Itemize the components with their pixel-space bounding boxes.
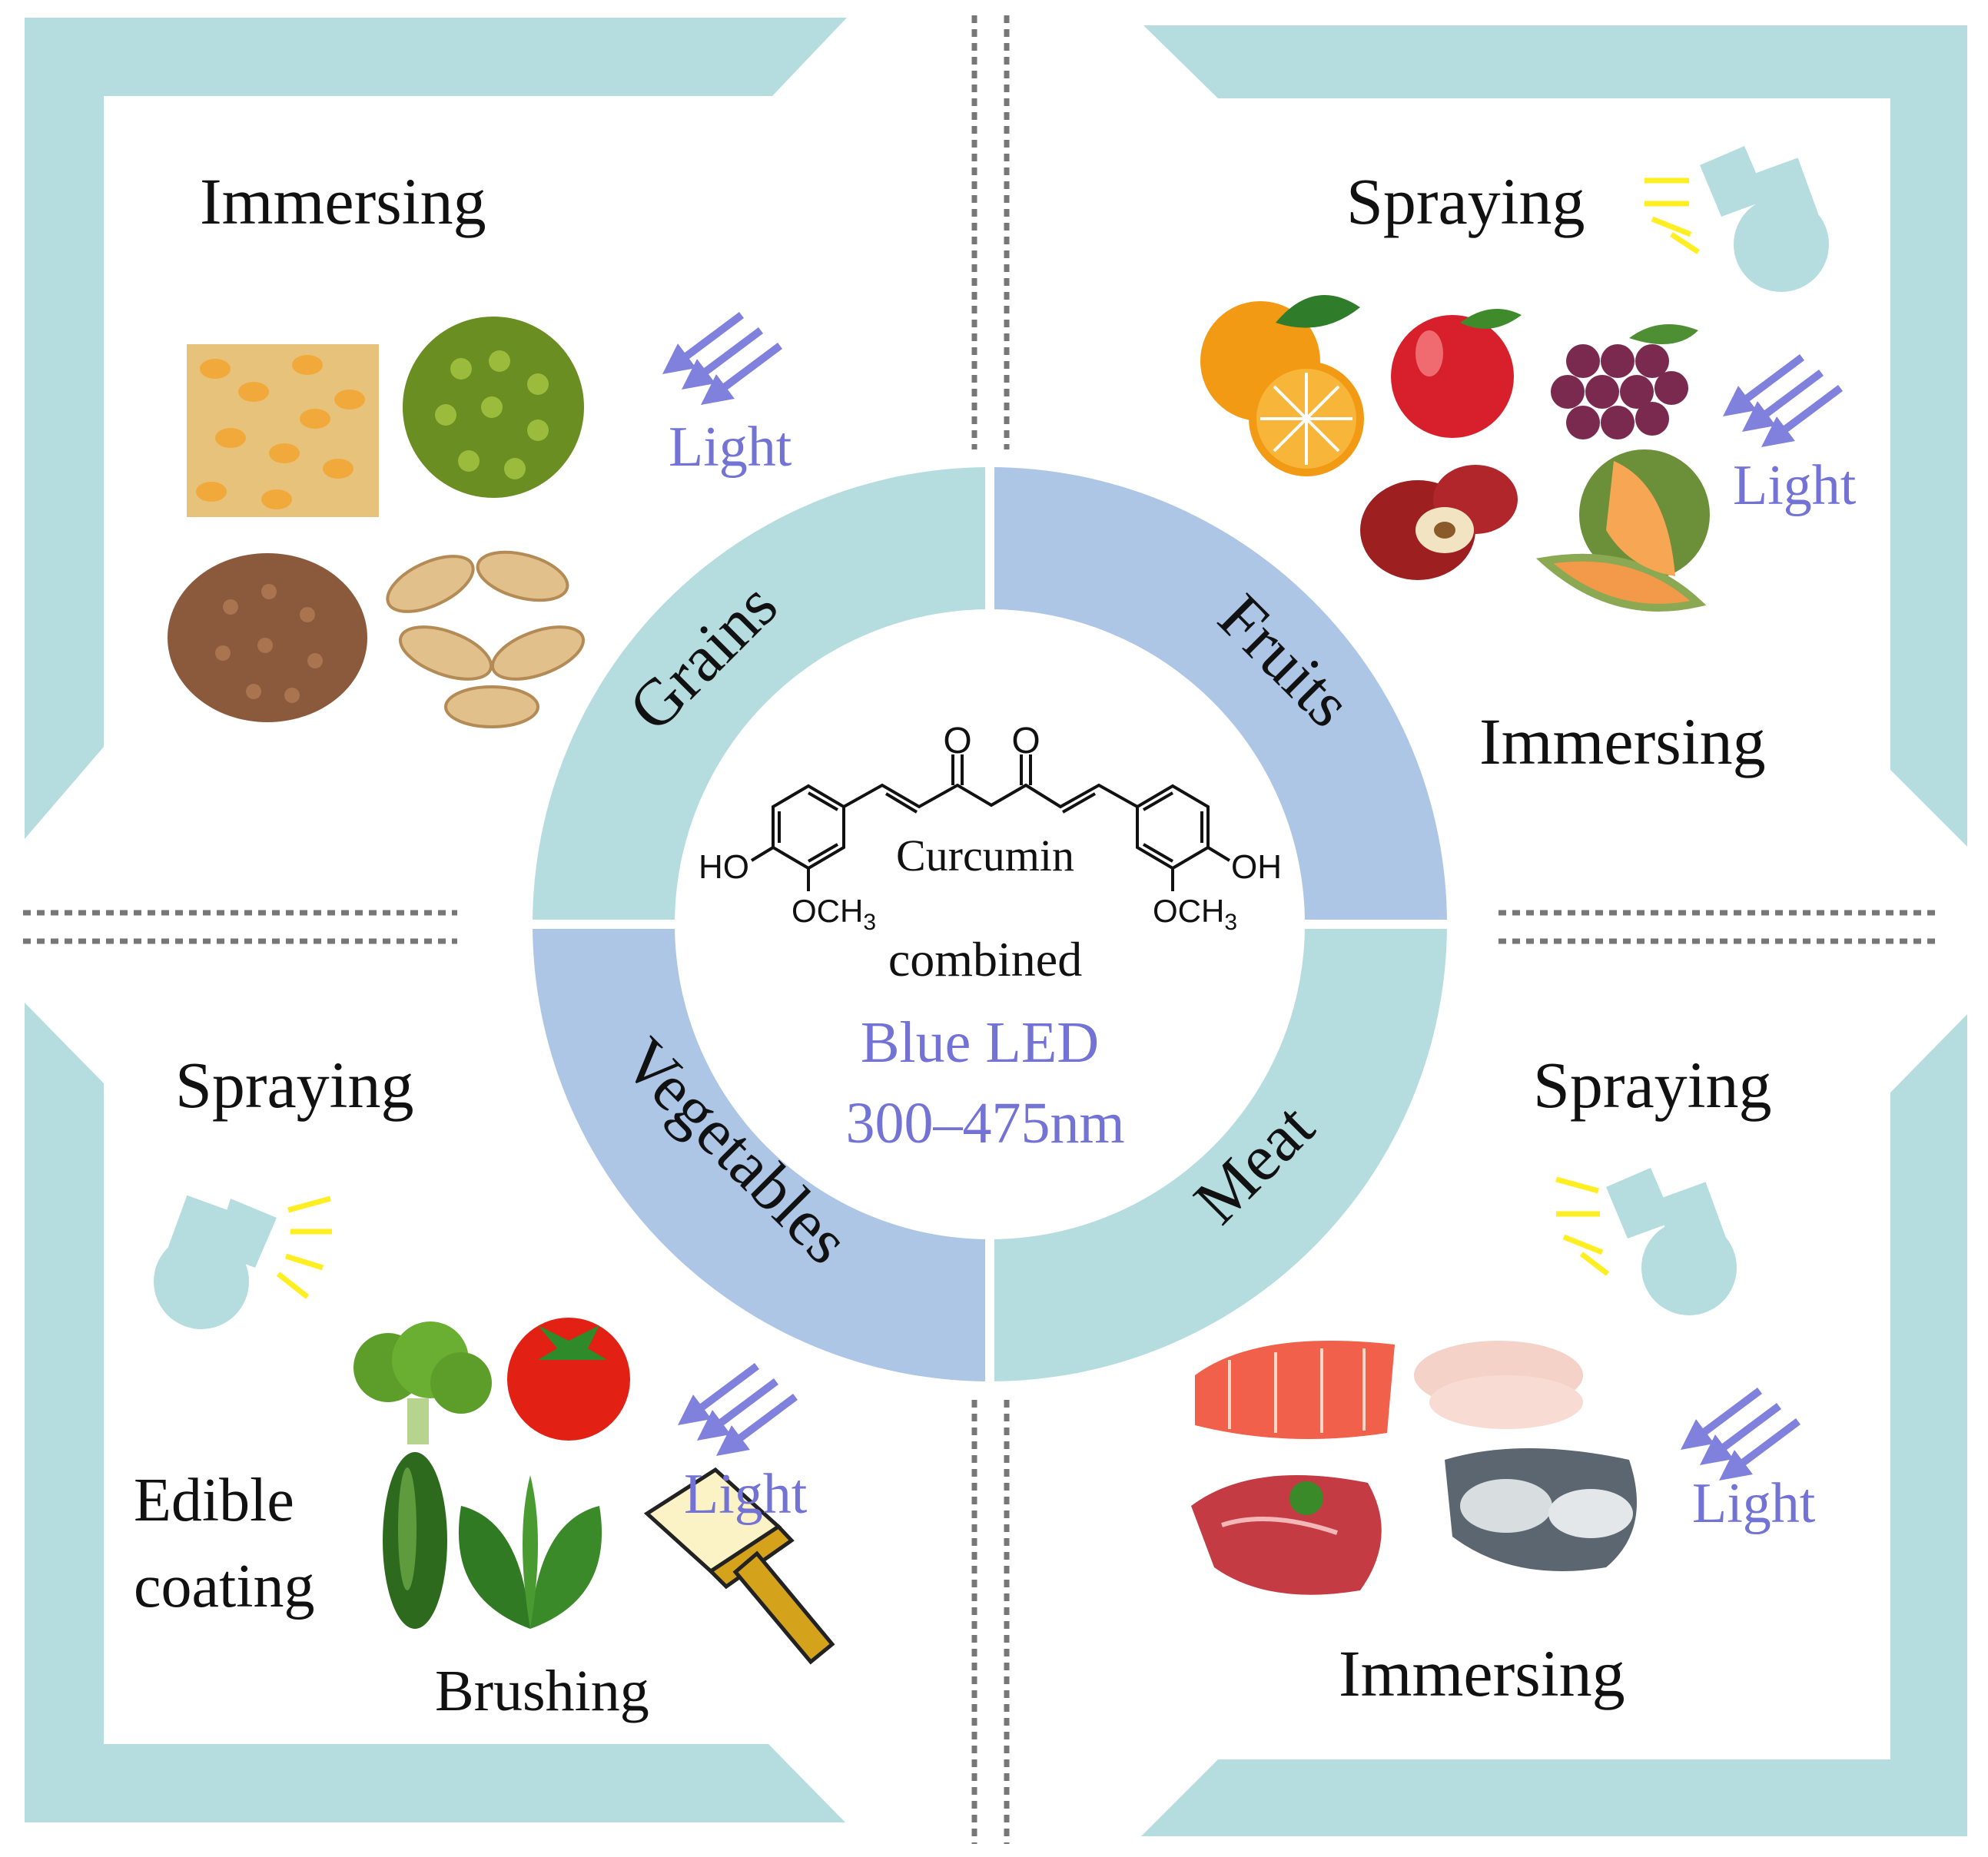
sector-meat (990, 924, 1447, 1381)
method-spraying-bottom-left: Spraying (175, 1048, 414, 1122)
food-jujube (1360, 465, 1518, 580)
sprayer-icon-bottom-right (1555, 1168, 1737, 1315)
food-tomato (507, 1318, 630, 1441)
food-buckwheat (168, 553, 367, 722)
sprayer-icon-top-right (1644, 146, 1829, 292)
hydroxyl-left: HO (699, 848, 749, 886)
light-label-top-left: Light (669, 416, 792, 479)
food-cucumber (383, 1452, 447, 1629)
light-label-bottom-right: Light (1692, 1472, 1816, 1535)
food-salmon (1195, 1341, 1395, 1439)
carbonyl-oxygen-right: O (1011, 721, 1040, 761)
food-orange (1200, 295, 1364, 476)
food-apple (1391, 309, 1522, 438)
method-edible-coating-line2: coating (134, 1553, 315, 1620)
method-spraying-bottom-right: Spraying (1533, 1048, 1772, 1122)
food-peanuts (386, 550, 586, 728)
method-brushing: Brushing (435, 1659, 649, 1723)
divider-left (23, 910, 457, 944)
light-label-top-right: Light (1733, 454, 1857, 517)
food-spinach (458, 1475, 602, 1629)
light-arrows-top-right (1722, 353, 1843, 447)
food-chicken-breast (1414, 1341, 1583, 1429)
sector-fruits (990, 467, 1447, 924)
light-arrows-bottom-left (677, 1362, 798, 1456)
method-immersing-bottom-right: Immersing (1339, 1636, 1625, 1710)
sector-grains (533, 467, 990, 924)
carbonyl-oxygen-left: O (943, 721, 971, 761)
hydroxyl-right: OH (1231, 848, 1282, 886)
ring-gaps (526, 461, 1453, 1388)
method-edible-coating-line1: Edible (134, 1467, 294, 1534)
sector-vegetables (533, 924, 990, 1381)
led-label: Blue LED (861, 1010, 1099, 1075)
divider-right (1498, 910, 1940, 944)
molecule-name: Curcumin (896, 831, 1074, 880)
light-arrows-bottom-right (1680, 1387, 1800, 1481)
food-broccoli (353, 1321, 492, 1444)
food-beef (1191, 1475, 1382, 1595)
wavelength-label: 300–475nm (845, 1091, 1124, 1156)
methoxy-left: OCH3 (792, 893, 876, 935)
sprayer-icon-bottom-left (154, 1195, 332, 1329)
food-grapes (1551, 324, 1698, 439)
curcumin-structure (750, 754, 1231, 891)
divider-bottom (971, 1400, 1010, 1844)
light-label-bottom-left: Light (684, 1463, 808, 1526)
method-immersing-top-left: Immersing (200, 164, 486, 238)
food-oysters (1445, 1448, 1637, 1571)
method-spraying-top-right: Spraying (1346, 164, 1585, 238)
food-mung-beans (403, 317, 584, 498)
light-arrows-top-left (662, 311, 782, 405)
method-immersing-top-right: Immersing (1479, 705, 1766, 778)
food-corn-kernels (187, 344, 379, 517)
brush-icon (643, 1467, 835, 1665)
methoxy-right: OCH3 (1153, 893, 1237, 935)
food-cantaloupe (1535, 449, 1710, 612)
divider-top (971, 15, 1010, 449)
combined-label: combined (888, 932, 1082, 987)
